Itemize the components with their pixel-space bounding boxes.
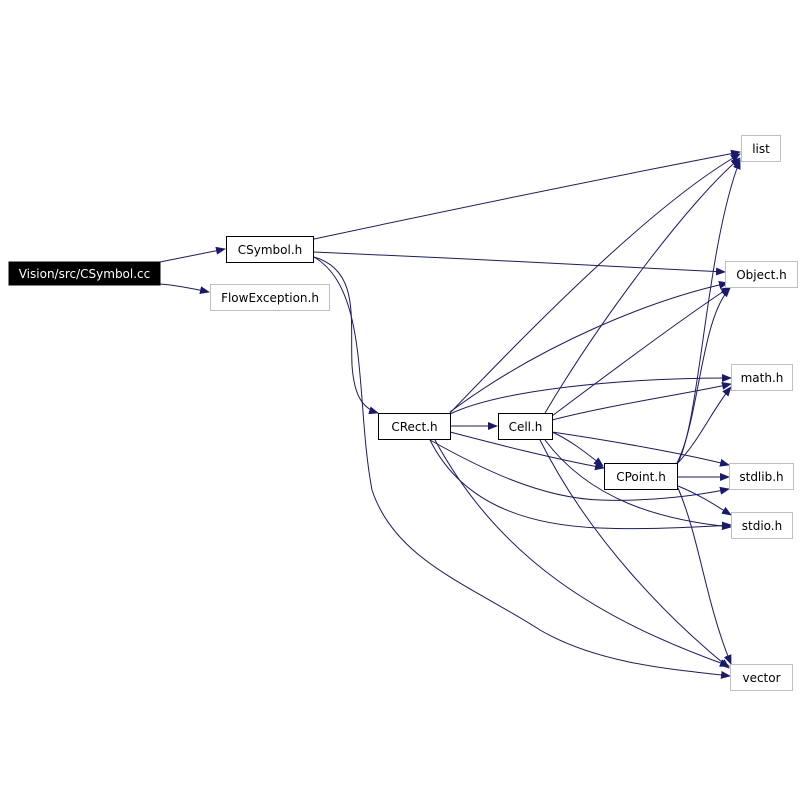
node-stdio-h-label: stdio.h [742,519,782,533]
node-stdlib-h-label: stdlib.h [739,470,783,484]
node-csymbol-cc-label: Vision/src/CSymbol.cc [19,267,151,281]
edge-crect-h-to-stdlib-h [429,439,730,501]
node-crect-h-label: CRect.h [391,420,437,434]
edge-crect-h-to-cpoint-h [449,431,605,471]
edge-cell-h-to-math-h [551,381,732,421]
nodes: Vision/src/CSymbol.cc CSymbol.h FlowExce… [8,135,798,691]
edge-cell-h-to-object-h [551,286,731,417]
edge-cpoint-h-to-vector [677,487,732,665]
node-list-label: list [752,142,770,156]
node-flowexception-h[interactable]: FlowException.h [210,284,330,311]
edges [159,149,741,679]
edge-crect-h-to-math-h [449,374,732,415]
node-csymbol-h-label: CSymbol.h [238,243,303,257]
edge-cpoint-h-to-object-h [675,287,731,466]
edge-csymbol-cc-to-flowexception-h [159,283,210,295]
edge-csymbol-h-to-crect-h [313,256,379,415]
node-cell-h[interactable]: Cell.h [498,413,553,440]
edge-cell-h-to-vector [539,439,730,669]
node-list[interactable]: list [741,135,781,162]
node-cell-h-label: Cell.h [509,420,543,434]
edge-cpoint-h-to-math-h [675,386,732,466]
node-vector-label: vector [742,671,780,685]
edge-crect-h-to-object-h [449,281,729,413]
node-crect-h[interactable]: CRect.h [378,413,451,440]
node-flowexception-h-label: FlowException.h [221,291,319,305]
edge-cell-h-to-list [544,157,741,414]
node-object-h[interactable]: Object.h [725,261,798,288]
edge-crect-h-to-vector [434,439,730,667]
edge-cpoint-h-to-stdio-h [677,485,732,516]
node-cpoint-h[interactable]: CPoint.h [604,463,678,490]
edge-csymbol-h-to-vector [313,256,731,679]
node-math-h-label: math.h [741,371,784,385]
node-cpoint-h-label: CPoint.h [616,470,666,484]
node-csymbol-cc[interactable]: Vision/src/CSymbol.cc [8,261,161,286]
edge-cell-h-to-stdlib-h [551,431,730,467]
node-math-h[interactable]: math.h [731,364,793,391]
node-object-h-label: Object.h [736,268,787,282]
edge-csymbol-cc-to-csymbol-h [159,246,226,263]
edge-csymbol-h-to-list [313,149,741,240]
edge-crect-h-to-list [449,153,741,414]
node-vector[interactable]: vector [730,664,793,691]
edge-cell-h-to-cpoint-h [551,431,604,467]
edge-crect-h-to-stdio-h [429,439,732,530]
edge-cell-h-to-stdio-h [544,439,732,531]
node-stdio-h[interactable]: stdio.h [731,512,793,539]
node-csymbol-h[interactable]: CSymbol.h [226,236,314,263]
edge-csymbol-h-to-object-h [313,251,726,276]
node-stdlib-h[interactable]: stdlib.h [729,463,794,490]
